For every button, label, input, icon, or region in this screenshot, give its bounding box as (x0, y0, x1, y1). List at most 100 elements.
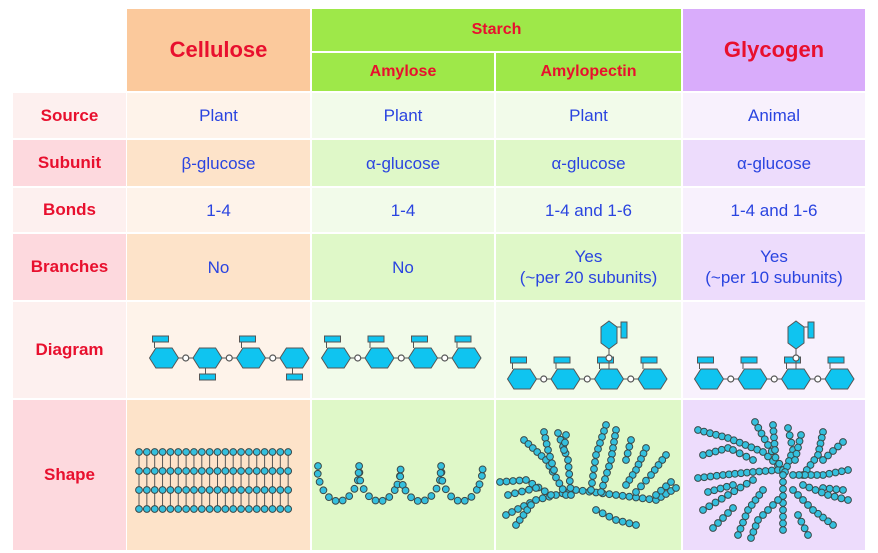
glucose-bead (345, 492, 354, 501)
glucose-bead (722, 482, 731, 491)
header-amylopectin-label: Amylopectin (540, 63, 637, 80)
glucose-bead (546, 452, 554, 461)
glucose-bead (356, 476, 365, 485)
glucose-bead (627, 436, 635, 444)
glucose-bead (338, 496, 347, 505)
glucose-bead (229, 486, 238, 494)
row-label-text: Bonds (43, 200, 96, 219)
glucose-bead (605, 462, 613, 471)
glucose-bead (221, 486, 230, 494)
glucose-bead (736, 483, 745, 492)
cell-amylopectin-source: Plant (496, 93, 681, 138)
glucose-bead (598, 509, 607, 518)
glucose-ring-icon (593, 368, 625, 390)
cell-glycogen-source: Animal (683, 93, 865, 138)
glucose-bead (784, 424, 792, 432)
glucose-bead (142, 467, 151, 475)
side-group-icon (367, 335, 385, 343)
glucose-bead (252, 448, 261, 456)
side-group-icon (324, 335, 341, 343)
glucose-bead (496, 478, 504, 486)
glucose-bead (792, 449, 801, 458)
header-starch: Starch (312, 9, 681, 51)
glucose-bead (724, 491, 732, 499)
glucose-bead (229, 448, 238, 456)
glucose-bead (825, 469, 834, 478)
glucose-bead (174, 448, 183, 456)
oxygen-link-icon (770, 375, 778, 383)
cell-cellulose-branches: No (127, 234, 310, 300)
glucose-bead (603, 468, 611, 477)
glucose-bead (182, 505, 190, 513)
glucose-bead (764, 452, 772, 461)
glucose-bead (432, 484, 441, 493)
glucose-bead (518, 487, 526, 496)
glucose-bead (554, 429, 562, 437)
glucose-bead (706, 472, 715, 481)
glucose-bead (759, 486, 767, 494)
glucose-bead (350, 484, 359, 493)
helical-coil-shape-icon (313, 462, 487, 505)
glucose-bead (276, 505, 285, 513)
glucose-bead (407, 493, 415, 502)
glucose-bead (779, 471, 787, 479)
glucose-bead (779, 506, 787, 514)
glucose-bead (365, 492, 373, 501)
row-label-bonds: Bonds (13, 188, 126, 232)
glucose-bead (245, 467, 253, 475)
glucose-bead (436, 469, 445, 477)
glucose-bead (268, 505, 277, 513)
glucose-bead (315, 477, 324, 486)
glucose-bead (378, 496, 387, 505)
glucose-bead (532, 484, 540, 492)
cell-amylose-source: Plant (312, 93, 494, 138)
glucose-bead (642, 476, 650, 485)
cell-amylose-subunit: α-glucose (312, 140, 494, 186)
glucose-bead (229, 467, 238, 475)
glucose-bead (527, 501, 535, 509)
glucose-bead (514, 505, 522, 513)
glucose-bead (769, 427, 778, 436)
side-group-icon (239, 335, 256, 343)
cell-amylopectin-subunit: α-glucose (496, 140, 681, 186)
glucose-bead (260, 448, 269, 456)
glucose-bead (589, 472, 597, 480)
glucose-bead (197, 486, 206, 494)
glucose-bead (401, 486, 410, 495)
branched-alpha-glucose-chain-icon (693, 320, 855, 390)
glucose-bead (764, 441, 772, 449)
glucose-bead (742, 479, 751, 488)
glucose-bead (844, 466, 852, 474)
glucose-bead (284, 486, 293, 494)
glucose-bead (538, 494, 547, 503)
side-group-icon (620, 321, 628, 339)
glucose-bead (509, 477, 517, 485)
glucose-ring-icon (279, 347, 310, 369)
glucose-bead (755, 467, 764, 476)
glucose-bead (174, 486, 183, 494)
glucose-bead (587, 486, 595, 494)
glucose-bead (742, 452, 751, 461)
glucose-bead (785, 431, 794, 440)
cell-amylopectin-bonds: 1-4 and 1-6 (496, 188, 681, 232)
glucose-bead (166, 448, 175, 456)
glucose-ring-icon (235, 347, 267, 369)
glucose-bead (135, 467, 143, 475)
oxygen-link-icon (792, 354, 800, 362)
glucose-bead (797, 431, 805, 439)
glucose-bead (324, 493, 333, 502)
header-cellulose-label: Cellulose (169, 37, 268, 62)
glucose-bead (791, 456, 799, 464)
side-group-icon (286, 373, 303, 381)
glucose-bead (548, 459, 556, 468)
glucose-bead (213, 448, 222, 456)
glucose-bead (237, 486, 245, 494)
glucose-bead (769, 501, 777, 509)
cell-glycogen-shape (683, 400, 865, 550)
glucose-bead (355, 462, 364, 470)
glucose-bead (205, 505, 214, 513)
glucose-bead (319, 486, 328, 495)
glucose-bead (504, 491, 512, 499)
glucose-ring-icon (693, 368, 725, 390)
glucose-bead (552, 473, 560, 482)
